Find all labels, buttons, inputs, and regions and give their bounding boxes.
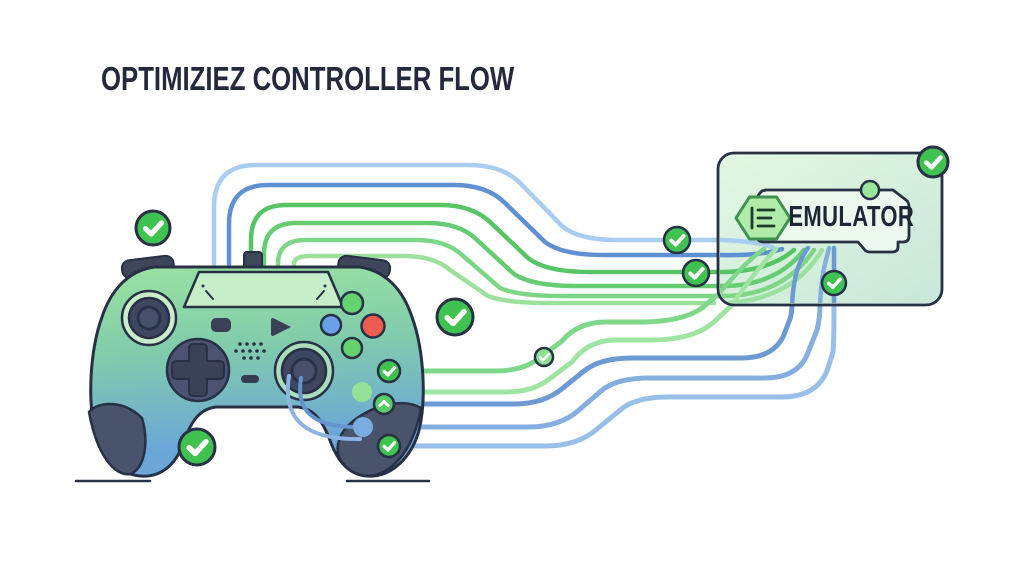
stick-cables (285, 374, 362, 442)
flow-line (248, 202, 725, 275)
face-buttons (319, 290, 386, 360)
page-title: OPTIMIZIEZ CONTROLLER FLOW (101, 60, 515, 97)
face-button-left (319, 313, 343, 337)
face-button-bottom (340, 336, 364, 360)
flow-line (368, 302, 735, 395)
check-icon (916, 145, 950, 179)
start-button (271, 318, 291, 336)
flow-line (275, 237, 725, 299)
connector-dot (353, 417, 373, 437)
face-button-right (360, 313, 386, 339)
flow-lines-top (211, 162, 725, 306)
connector-dot (859, 179, 881, 201)
connector-dot (352, 382, 372, 402)
check-icon (376, 358, 402, 384)
flow-line (395, 290, 723, 374)
speaker-dots (234, 342, 266, 360)
face-button-top (339, 290, 365, 316)
flow-line (226, 182, 725, 267)
emulator-label: EMULATOR (788, 201, 915, 233)
touchpad-marks (201, 284, 327, 300)
check-icon (134, 209, 172, 247)
flow-line (396, 302, 837, 449)
check-icon (435, 297, 475, 337)
right-stick (273, 340, 335, 402)
check-icon (820, 269, 848, 297)
flow-line (211, 162, 725, 267)
check-icon (662, 225, 692, 255)
check-icon (376, 433, 402, 459)
grip-left (87, 402, 147, 476)
chevron-up-icon (372, 392, 396, 416)
game-controller (87, 251, 425, 478)
emulator-badge (734, 188, 911, 254)
left-stick (120, 289, 178, 347)
share-button (211, 318, 231, 332)
check-icon (177, 427, 217, 467)
flow-line (291, 253, 717, 306)
flow-line (369, 302, 823, 430)
check-icon (533, 346, 555, 368)
list-glyph (750, 206, 776, 230)
touchpad (182, 270, 345, 309)
status-badges (134, 145, 950, 467)
flow-line (390, 302, 795, 407)
option-dash (241, 375, 259, 383)
flow-line (261, 220, 725, 289)
check-icon (681, 258, 711, 288)
dpad (165, 337, 231, 403)
emulator-inner-lines (720, 237, 837, 303)
flow-lines-right (368, 290, 837, 449)
